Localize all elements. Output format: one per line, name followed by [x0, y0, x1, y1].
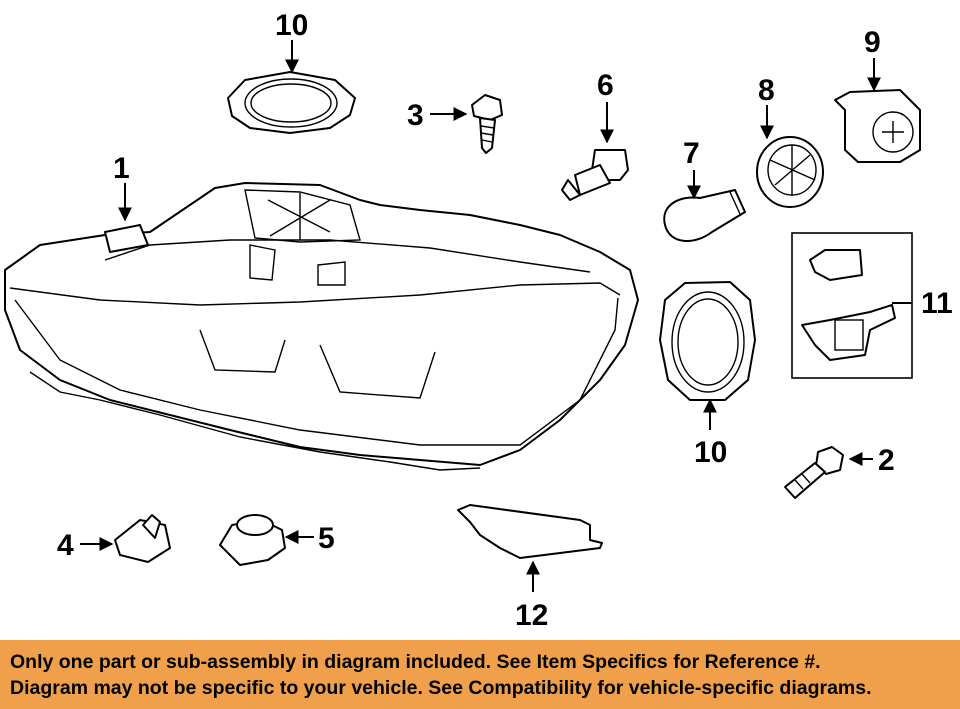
callout-3: 3 — [407, 99, 468, 132]
callout-11-label: 11 — [921, 287, 953, 320]
bulb-7 — [663, 189, 746, 243]
callout-1-label: 1 — [113, 152, 130, 185]
callout-9-label: 9 — [864, 26, 881, 59]
callout-2: 2 — [848, 444, 895, 477]
headlamp-parts-diagram: 1 10 3 6 7 — [4, 9, 953, 632]
callout-9: 9 — [864, 26, 881, 92]
screw-2 — [784, 446, 844, 499]
callout-7-label: 7 — [683, 137, 700, 170]
callout-4-label: 4 — [57, 529, 74, 562]
socket-8 — [756, 136, 824, 208]
callout-1: 1 — [113, 152, 132, 222]
callout-10-right: 10 — [694, 398, 727, 469]
disclaimer-banner: Only one part or sub-assembly in diagram… — [0, 640, 960, 709]
callout-8: 8 — [758, 74, 775, 140]
callout-6: 6 — [597, 69, 614, 144]
screw-3 — [471, 94, 503, 154]
gasket-ring-top — [227, 71, 356, 134]
clip-nut-4 — [114, 514, 171, 563]
disclaimer-line-1: Only one part or sub-assembly in diagram… — [10, 651, 821, 673]
cover-plate-12 — [457, 504, 603, 559]
callout-10-top-label: 10 — [275, 9, 308, 42]
callout-11: 11 — [892, 287, 953, 320]
bulb-6 — [561, 149, 629, 201]
callout-8-label: 8 — [758, 74, 775, 107]
callout-12-label: 12 — [515, 599, 548, 632]
callout-10-top: 10 — [275, 9, 308, 74]
headlamp-assembly — [4, 182, 639, 471]
callout-3-label: 3 — [407, 99, 424, 132]
callout-2-label: 2 — [878, 444, 895, 477]
grommet-5 — [219, 514, 286, 566]
adjuster-motor-9 — [834, 89, 921, 163]
callout-10-right-label: 10 — [694, 436, 727, 469]
callout-4: 4 — [57, 529, 114, 562]
gasket-ring-right — [659, 281, 756, 401]
callout-5-label: 5 — [318, 522, 335, 555]
callout-12: 12 — [515, 560, 548, 632]
callout-6-label: 6 — [597, 69, 614, 102]
callout-5: 5 — [284, 522, 335, 555]
disclaimer-line-2: Diagram may not be specific to your vehi… — [10, 677, 872, 699]
callout-7: 7 — [683, 137, 701, 200]
bracket-kit-11 — [791, 232, 913, 379]
